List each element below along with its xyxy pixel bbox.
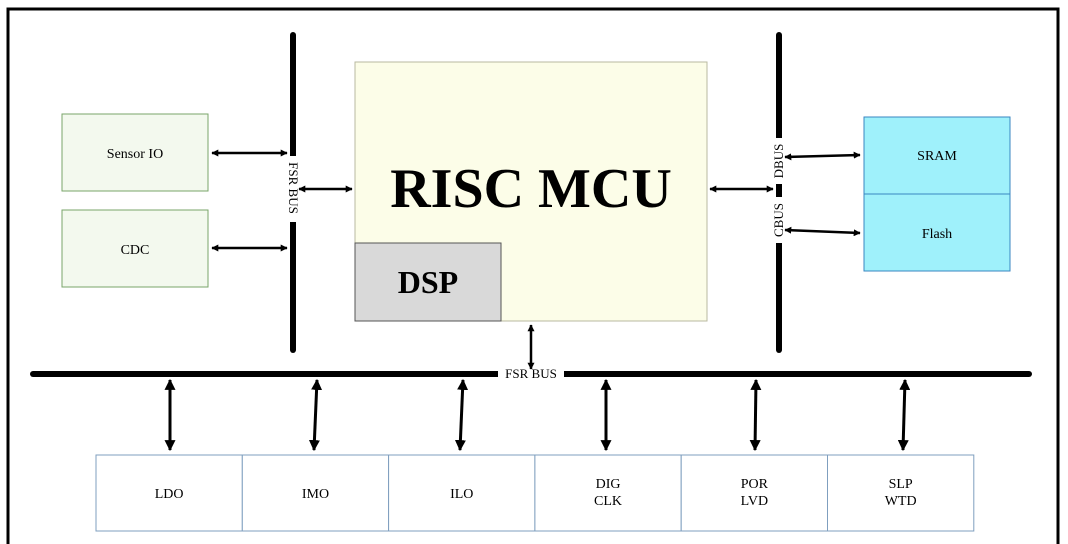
cbus-flash-arrow <box>784 226 861 237</box>
peripheral-box-imo <box>241 454 390 532</box>
peripheral-box-dig-clk <box>534 454 682 532</box>
left-fsr-bus-label: FSR BUS <box>286 162 301 214</box>
ilo-arrow <box>454 378 469 452</box>
sensor-io-label: Sensor IO <box>107 147 163 162</box>
peripheral-box-por-lvd <box>680 454 829 532</box>
cdc-box <box>61 209 209 288</box>
flash-box <box>863 193 1011 272</box>
risc-mcu-label: RISC MCU <box>390 158 672 220</box>
slp-wtd-arrow <box>897 378 911 452</box>
bottom-fsr-bus-label-bg <box>498 366 564 381</box>
peripheral-label-ilo-1: ILO <box>450 487 473 502</box>
imo-arrow <box>308 378 323 452</box>
peripheral-box-ldo <box>95 454 243 532</box>
peripheral-label-slp-wtd-2: WTD <box>885 494 917 509</box>
peripheral-box-ilo <box>388 454 536 532</box>
peripheral-label-por-lvd-2: LVD <box>741 494 769 509</box>
peripheral-label-ldo-1: LDO <box>155 487 184 502</box>
bottom-fsr-bus-label: FSR BUS <box>505 366 557 381</box>
peripheral-row: LDO IMO ILO DIG CLK POR LVD SLP WTD <box>95 454 975 532</box>
peripheral-label-por-lvd-1: POR <box>741 477 769 492</box>
por-lvd-arrow <box>749 378 762 452</box>
sensor-io-box <box>61 113 209 192</box>
dbus-label-bg <box>771 138 787 184</box>
peripheral-label-imo-1: IMO <box>302 487 329 502</box>
peripheral-label-slp-wtd-1: SLP <box>889 477 913 492</box>
peripheral-label-dig-clk-2: CLK <box>594 494 622 509</box>
sram-box <box>863 116 1011 195</box>
left-fsr-bus-label-bg <box>285 156 301 222</box>
flash-label: Flash <box>922 227 952 242</box>
sram-label: SRAM <box>917 149 957 164</box>
cdc-label: CDC <box>121 243 150 258</box>
dbus-label: DBUS <box>771 144 786 179</box>
peripheral-box-slp-wtd <box>827 454 975 532</box>
cbus-label: CBUS <box>771 203 786 237</box>
peripheral-arrows <box>164 378 911 452</box>
dsp-box <box>354 242 502 322</box>
dsp-label: DSP <box>398 264 458 300</box>
dbus-sram-arrow <box>784 151 861 161</box>
cbus-label-bg <box>771 197 787 243</box>
peripheral-label-dig-clk-1: DIG <box>596 477 621 492</box>
connection-arrows <box>211 149 861 370</box>
